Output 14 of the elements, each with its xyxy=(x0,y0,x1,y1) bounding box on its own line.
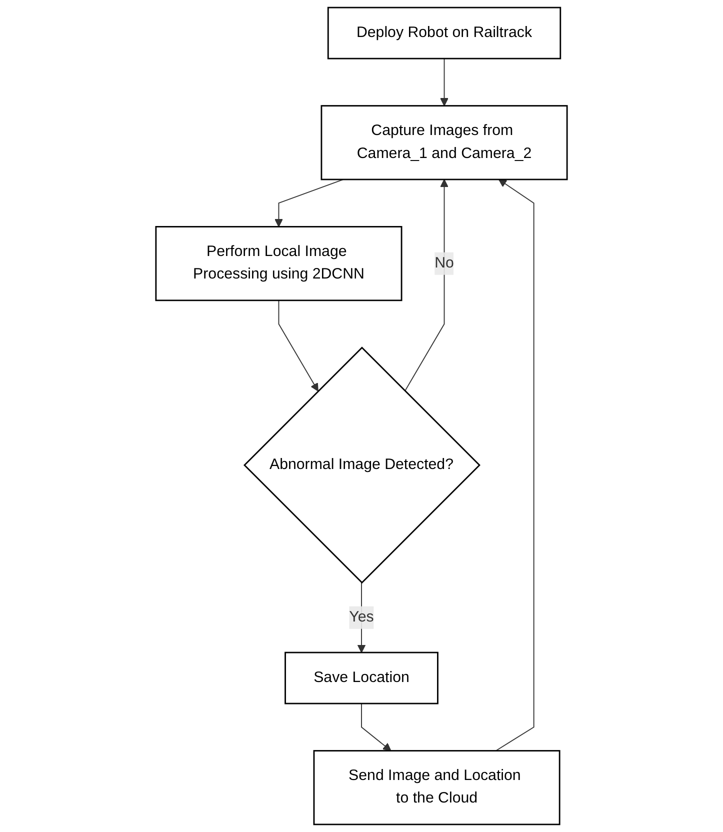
arrow xyxy=(274,179,344,228)
node-diamond: Abnormal Image Detected? xyxy=(243,346,480,584)
arrow xyxy=(278,300,318,392)
node-box: Capture Images from Camera_1 and Camera_2 xyxy=(320,105,568,180)
node-box: Deploy Robot on Railtrack xyxy=(327,6,562,60)
node-box: Perform Local Image Processing using 2DCNN xyxy=(155,226,402,302)
arrow xyxy=(361,703,392,752)
arrow xyxy=(495,179,534,752)
arrow xyxy=(440,58,448,106)
arrow xyxy=(404,179,448,392)
node-box: Save Location xyxy=(284,652,438,704)
edge-label: No xyxy=(434,255,454,272)
edge-label: Yes xyxy=(349,609,374,626)
node-box: Send Image and Location to the Cloud xyxy=(313,750,560,826)
